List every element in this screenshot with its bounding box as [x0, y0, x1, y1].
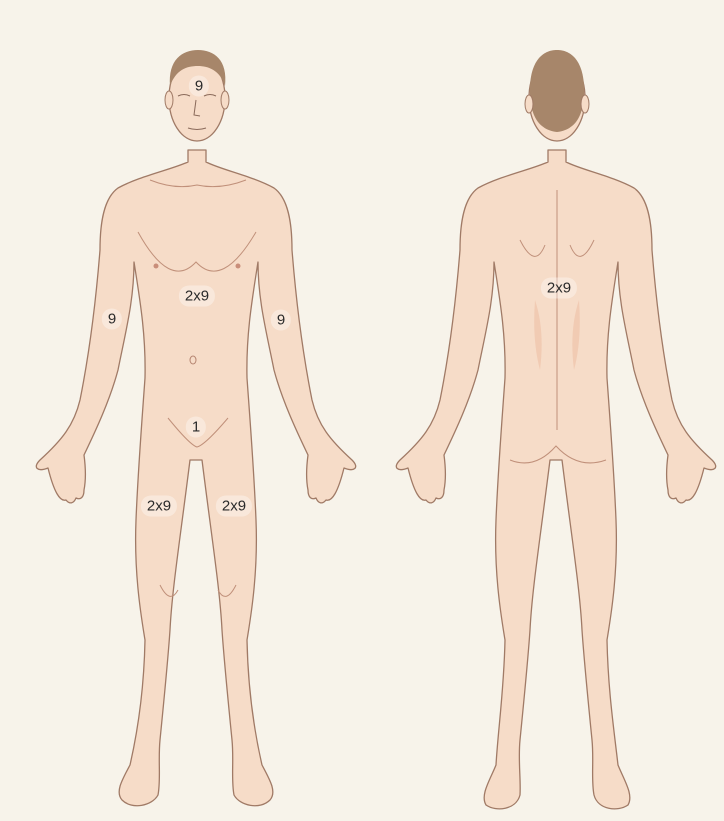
- label-genitals: 1: [186, 417, 206, 438]
- label-head: 9: [189, 76, 209, 97]
- back-body: [396, 150, 715, 809]
- front-ear-right: [165, 91, 173, 109]
- label-right-leg: 2x9: [141, 496, 177, 517]
- front-ear-left: [221, 91, 229, 109]
- label-right-arm: 9: [102, 309, 122, 330]
- label-back-trunk: 2x9: [541, 278, 577, 299]
- front-nipple-right: [154, 264, 159, 269]
- front-body: [36, 150, 355, 806]
- label-front-trunk: 2x9: [179, 286, 215, 307]
- back-hair: [530, 50, 584, 132]
- back-ear-right: [525, 95, 533, 113]
- label-left-arm: 9: [271, 310, 291, 331]
- front-nipple-left: [236, 264, 241, 269]
- back-ear-left: [581, 95, 589, 113]
- label-left-leg: 2x9: [216, 496, 252, 517]
- back-figure: [396, 50, 715, 809]
